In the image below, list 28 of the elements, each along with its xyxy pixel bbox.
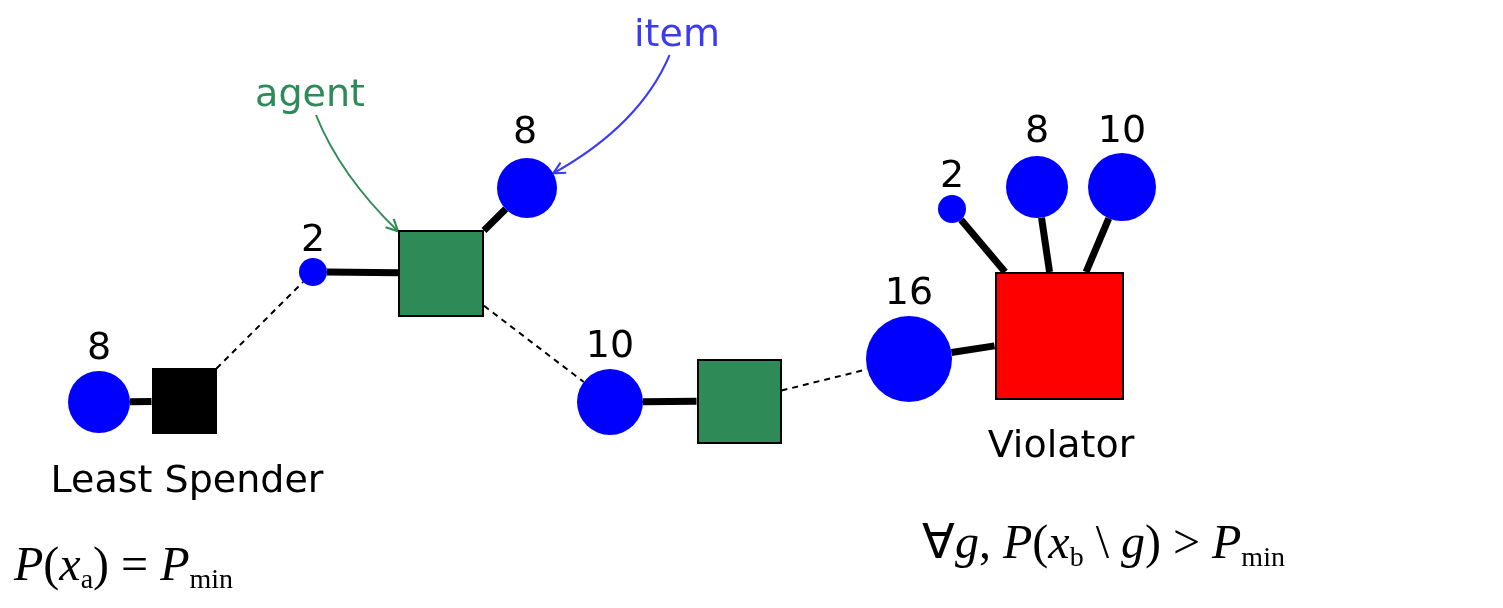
value-label: 2 — [300, 219, 326, 257]
connector-line — [950, 342, 996, 356]
annotation-label: agent — [255, 74, 365, 112]
value-label: 2 — [939, 155, 965, 193]
connector-line — [326, 268, 399, 277]
leader-arrow — [552, 54, 671, 175]
value-label: 10 — [1097, 110, 1147, 148]
dashed-connector — [215, 280, 305, 370]
connector-line — [1038, 217, 1053, 273]
node-caption: Violator — [987, 425, 1135, 463]
connector-line — [129, 397, 152, 406]
leader-arrow — [315, 114, 400, 233]
value-label: 8 — [86, 327, 112, 365]
formula-label: ∀g, P(x$_{b}$ \ g) > P$_{min}$ — [922, 518, 1285, 571]
square-node — [696, 358, 782, 444]
connector-line — [481, 206, 509, 233]
dashed-connector — [483, 304, 585, 383]
value-label: 8 — [1024, 110, 1050, 148]
formula-label: P(x$_{a}$) = P$_{min}$ — [14, 540, 233, 593]
value-label: 16 — [884, 272, 934, 310]
connector-line — [642, 397, 697, 406]
connector-line — [1082, 216, 1112, 274]
annotation-label: item — [634, 14, 720, 52]
value-label: 10 — [585, 325, 635, 363]
node-caption: Least Spender — [50, 460, 324, 498]
value-label: 8 — [512, 111, 538, 149]
square-node — [398, 229, 484, 317]
connector-line — [958, 217, 1008, 275]
